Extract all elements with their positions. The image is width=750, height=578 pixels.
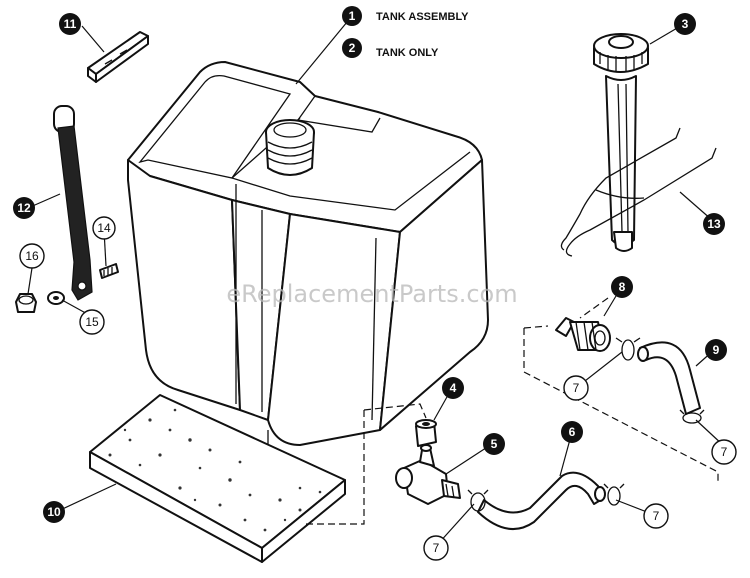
svg-text:9: 9: [713, 343, 720, 357]
callout-8: 8: [611, 276, 633, 298]
assembly-dashed-lines: [302, 297, 719, 525]
legend-label-tank-only: TANK ONLY: [376, 47, 439, 59]
callout-15: 15: [79, 309, 105, 335]
bolt: [99, 263, 119, 279]
hold-down-strap: [53, 105, 93, 301]
legend-number-2: 2: [349, 41, 356, 55]
hose-clamp-middle: [603, 483, 625, 506]
svg-text:3: 3: [682, 17, 689, 31]
tee-fitting: [395, 444, 461, 505]
hose-clamp-lower: [467, 489, 489, 512]
callout-9: 9: [705, 339, 727, 361]
watermark-text: eReplacementParts.com: [226, 280, 517, 308]
tank-pad: [89, 394, 346, 563]
callout-7-lower: 7: [423, 535, 449, 561]
washer: [47, 291, 65, 305]
svg-text:11: 11: [64, 17, 77, 31]
fuel-tank: [127, 61, 489, 453]
callout-10: 10: [43, 501, 65, 523]
legend-number-1: 1: [349, 9, 356, 23]
legend-label-tank-assembly: TANK ASSEMBLY: [376, 11, 469, 23]
callout-7-upper: 7: [563, 375, 589, 401]
callout-14: 14: [92, 216, 116, 240]
bracket-block: [87, 31, 149, 83]
svg-text:16: 16: [25, 249, 39, 263]
legend-tank-assembly: 1: [342, 6, 362, 26]
nut: [15, 293, 37, 313]
svg-text:4: 4: [450, 381, 457, 395]
callout-11: 11: [59, 13, 81, 35]
shutoff-valve: [555, 317, 611, 352]
wire-clip: [560, 127, 717, 257]
svg-text:7: 7: [573, 381, 580, 395]
callout-4: 4: [442, 377, 464, 399]
outlet-fitting: [415, 419, 437, 447]
svg-text:7: 7: [653, 509, 660, 523]
legend-tank-only: 2: [342, 38, 362, 58]
svg-text:13: 13: [707, 217, 721, 231]
svg-text:14: 14: [97, 221, 111, 235]
svg-text:15: 15: [85, 315, 99, 329]
svg-text:7: 7: [433, 541, 440, 555]
hose-clamp-upper: [615, 337, 641, 361]
callout-13: 13: [703, 213, 725, 235]
fuel-cap-gauge: [593, 33, 649, 252]
fuel-hose-lower: [477, 471, 606, 530]
svg-text:5: 5: [491, 437, 498, 451]
callout-3: 3: [674, 13, 696, 35]
svg-text:12: 12: [17, 201, 31, 215]
callout-7-middle: 7: [643, 503, 669, 529]
fuel-hose-upper: [637, 341, 701, 415]
svg-text:8: 8: [619, 280, 626, 294]
callout-16: 16: [19, 243, 45, 269]
callout-7-right: 7: [711, 439, 737, 465]
svg-text:10: 10: [47, 505, 61, 519]
callout-5: 5: [483, 433, 505, 455]
svg-text:6: 6: [569, 425, 576, 439]
callout-6: 6: [561, 421, 583, 443]
hose-clamp-right: [679, 409, 705, 424]
callout-12: 12: [13, 197, 35, 219]
svg-text:7: 7: [721, 445, 728, 459]
